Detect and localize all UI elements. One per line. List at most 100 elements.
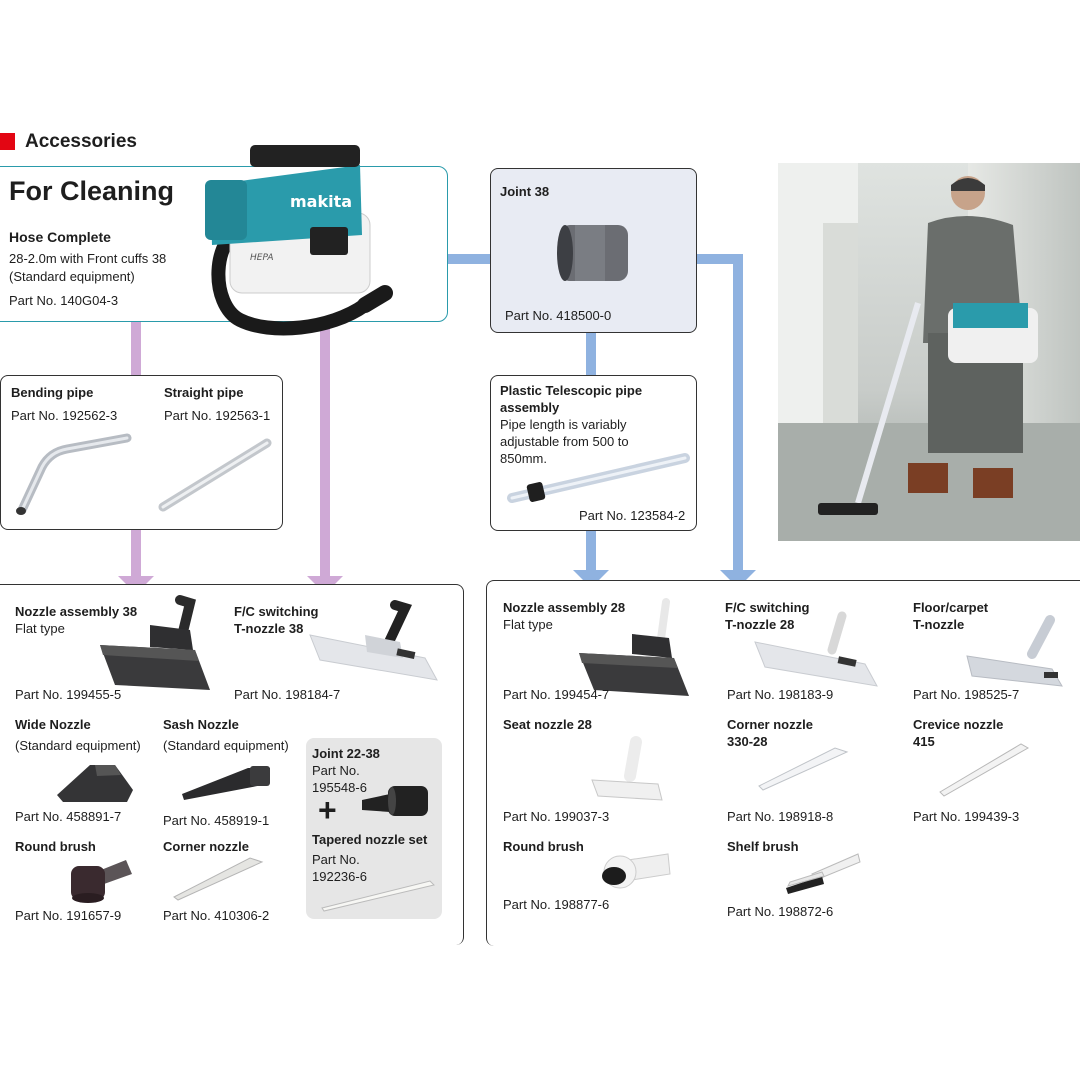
shelf-brush-title: Shelf brush [727, 839, 799, 854]
joint38-part-number: Part No. 418500-0 [505, 308, 612, 323]
telescopic-pipe-image [507, 453, 690, 503]
plus-sign: + [318, 792, 337, 828]
corner-nozzle-33028-title-2: 330-28 [727, 734, 768, 749]
connector-purple-1 [131, 320, 141, 376]
seat-nozzle-image [591, 736, 663, 801]
nozzle38-subtitle: Flat type [15, 621, 65, 636]
round-brush-right-title: Round brush [503, 839, 584, 854]
floor-carpet-part-number: Part No. 198525-7 [913, 687, 1020, 702]
telescopic-part-number: Part No. 123584-2 [579, 508, 686, 523]
joint2238-title: Joint 22-38 [312, 746, 380, 761]
fc28-image [754, 611, 878, 687]
straight-pipe-image [158, 438, 272, 512]
nozzle38-label: Nozzle assembly 38 Flat type [15, 603, 137, 637]
bending-pipe-part-number: Part No. 192562-3 [11, 408, 118, 423]
cleaning-heading: For Cleaning [9, 176, 175, 206]
fc38-label: F/C switching T-nozzle 38 [234, 603, 319, 637]
vacuum-cleaner-illustration: makita HEPA [205, 145, 393, 336]
straight-pipe-title: Straight pipe [164, 385, 244, 400]
nozzle38-part-number: Part No. 199455-5 [15, 687, 122, 702]
crevice-nozzle-part-number: Part No. 199439-3 [913, 809, 1020, 824]
wide-nozzle-subtitle: (Standard equipment) [15, 738, 141, 753]
sash-nozzle-part-number: Part No. 458919-1 [163, 813, 270, 828]
section-marker [0, 133, 15, 150]
hose-desc-2: (Standard equipment) [9, 269, 135, 284]
seat-nozzle-part-number: Part No. 199037-3 [503, 809, 610, 824]
crevice-nozzle-label: Crevice nozzle 415 [913, 716, 1003, 750]
wide-nozzle-label: Wide Nozzle (Standard equipment) [15, 716, 141, 754]
telescopic-desc-2: adjustable from 500 to [500, 434, 629, 449]
pipes-box [0, 375, 283, 530]
crevice-nozzle-title-2: 415 [913, 734, 935, 749]
connector-blue-h1 [447, 254, 492, 264]
round-brush-left-image [71, 860, 132, 903]
wide-nozzle-title: Wide Nozzle [15, 717, 91, 732]
corner-nozzle-33028-label: Corner nozzle 330-28 [727, 716, 813, 750]
joint2238-part-1: Part No. [312, 763, 360, 778]
corner-nozzle-part-number: Part No. 410306-2 [163, 908, 270, 923]
sash-nozzle-subtitle: (Standard equipment) [163, 738, 289, 753]
sash-nozzle-label: Sash Nozzle (Standard equipment) [163, 716, 289, 754]
fc38-part-number: Part No. 198184-7 [234, 687, 341, 702]
nozzle38-title: Nozzle assembly 38 [15, 604, 138, 619]
nozzle28-image [579, 598, 689, 696]
crevice-nozzle-image [939, 743, 1030, 797]
connector-blue-h2 [695, 254, 743, 264]
joint38-image [557, 225, 628, 281]
arrow-blue-2 [720, 570, 756, 588]
telescopic-title-2: assembly [500, 400, 560, 415]
nozzle28-title: Nozzle assembly 28 [503, 600, 626, 615]
fc28-label: F/C switching T-nozzle 28 [725, 599, 810, 633]
corner-nozzle-33028-part-number: Part No. 198918-8 [727, 809, 834, 824]
corner-nozzle-33028-image [758, 747, 849, 791]
nozzle38-image [100, 595, 210, 690]
floor-carpet-title-2: T-nozzle [913, 617, 965, 632]
round-brush-right-image [602, 853, 671, 889]
hose-part-number: Part No. 140G04-3 [9, 293, 119, 308]
joint2238-part-2: 195548-6 [312, 780, 367, 795]
joint38-title: Joint 38 [500, 184, 550, 199]
wide-nozzle-part-number: Part No. 458891-7 [15, 809, 122, 824]
telescopic-pipe-box [490, 375, 697, 531]
telescopic-desc-1: Pipe length is variably [500, 417, 627, 432]
crevice-nozzle-title-1: Crevice nozzle [913, 717, 1004, 732]
floor-carpet-image [966, 615, 1063, 687]
shelf-brush-part-number: Part No. 198872-6 [727, 904, 834, 919]
round-brush-left-title: Round brush [15, 839, 96, 854]
round-brush-right-part-number: Part No. 198877-6 [503, 897, 610, 912]
round-brush-left-part-number: Part No. 191657-9 [15, 908, 122, 923]
sash-nozzle-title: Sash Nozzle [163, 717, 239, 732]
joint2238-image [362, 786, 428, 816]
seat-nozzle-title: Seat nozzle 28 [503, 717, 592, 732]
right-accessories-box [486, 580, 1080, 946]
connector-blue-v1 [733, 254, 743, 574]
hose-title: Hose Complete [9, 229, 111, 245]
bending-pipe-image [16, 433, 132, 515]
tapered-part-2: 192236-6 [312, 869, 367, 884]
nozzle28-label: Nozzle assembly 28 Flat type [503, 599, 625, 633]
fc38-title-1: F/C switching [234, 604, 319, 619]
shelf-brush-image [786, 853, 861, 894]
fc28-title-2: T-nozzle 28 [725, 617, 795, 632]
bending-pipe-title: Bending pipe [11, 385, 94, 400]
fc38-image [309, 600, 438, 681]
tapered-part-1: Part No. [312, 852, 360, 867]
fc38-title-2: T-nozzle 38 [234, 621, 304, 636]
connector-purple-2 [131, 527, 141, 579]
connector-blue-v2 [586, 331, 596, 375]
corner-nozzle-title: Corner nozzle [163, 839, 249, 854]
straight-pipe-part-number: Part No. 192563-1 [164, 408, 271, 423]
fc28-part-number: Part No. 198183-9 [727, 687, 834, 702]
nozzle28-part-number: Part No. 199454-7 [503, 687, 610, 702]
telescopic-title-1: Plastic Telescopic pipe [500, 383, 643, 398]
floor-carpet-title-1: Floor/carpet [913, 600, 989, 615]
nozzle28-subtitle: Flat type [503, 617, 553, 632]
connector-purple-3 [320, 320, 330, 578]
hepa-label: HEPA [250, 253, 274, 263]
tapered-title: Tapered nozzle set [312, 832, 428, 847]
makita-logo: makita [290, 192, 352, 211]
connector-blue-v3 [586, 529, 596, 573]
wide-nozzle-image [57, 765, 133, 802]
sash-nozzle-image [182, 766, 270, 800]
telescopic-desc-3: 850mm. [500, 451, 547, 466]
